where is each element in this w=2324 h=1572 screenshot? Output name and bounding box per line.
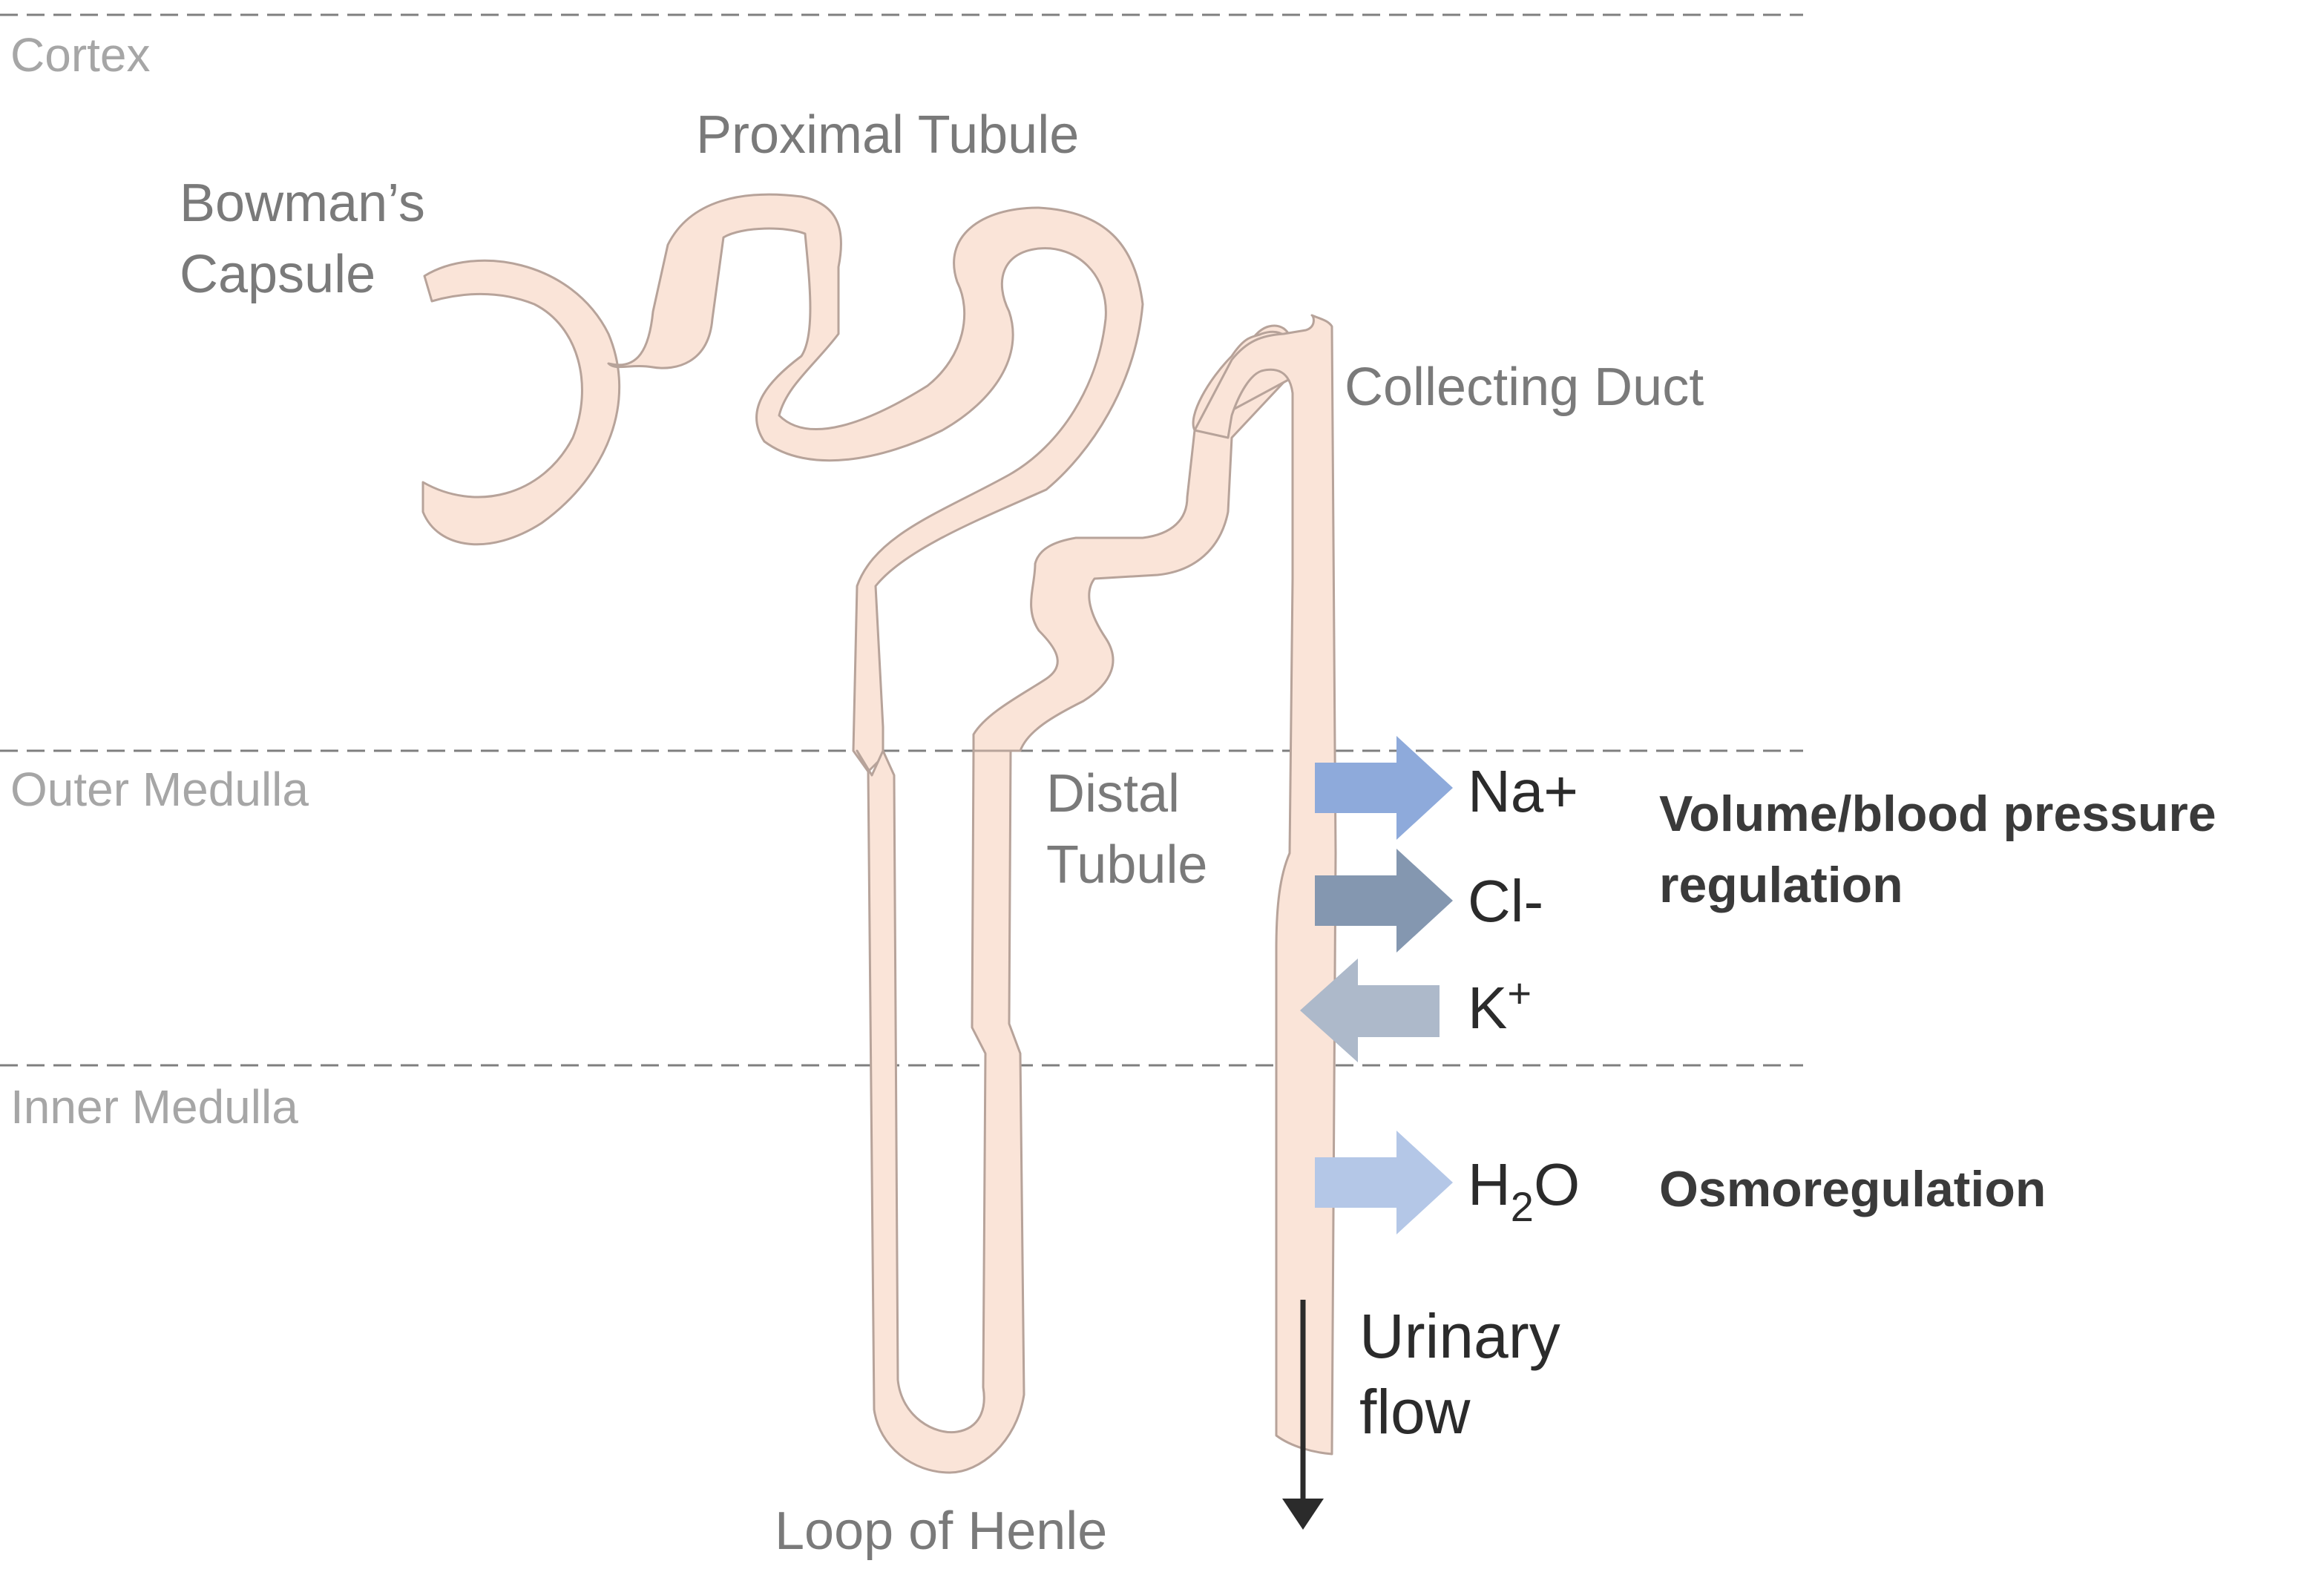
collecting-duct — [1193, 314, 1337, 1456]
label-k-base: K — [1468, 975, 1507, 1041]
label-urinary-flow-line2: flow — [1359, 1377, 1471, 1447]
label-volume-regulation-line2: regulation — [1659, 857, 1903, 913]
loop-of-henle — [856, 700, 1037, 1474]
label-urinary-flow-line1: Urinary — [1359, 1301, 1560, 1371]
k-arrow — [1300, 958, 1440, 1062]
label-osmoregulation: Osmoregulation — [1659, 1161, 2046, 1217]
label-distal-tubule-line1: Distal — [1046, 764, 1180, 823]
h2o-arrow — [1315, 1131, 1453, 1234]
label-na: Na+ — [1468, 758, 1578, 824]
zone-label-cortex: Cortex — [10, 28, 151, 82]
label-distal-tubule-line2: Tubule — [1046, 835, 1207, 895]
label-proximal-tubule: Proximal Tubule — [696, 105, 1079, 165]
zone-label-inner-medulla: Inner Medulla — [10, 1080, 298, 1134]
label-collecting-duct: Collecting Duct — [1345, 358, 1704, 417]
label-h2o-subscript: 2 — [1511, 1183, 1534, 1230]
label-bowmans-capsule-line2: Capsule — [180, 245, 375, 304]
cl-arrow — [1315, 849, 1453, 953]
bowmans-capsule — [421, 259, 621, 546]
label-cl: Cl- — [1468, 868, 1543, 934]
label-h2o-h: H — [1468, 1151, 1511, 1217]
label-h2o-o: O — [1534, 1151, 1580, 1217]
urinary-flow-arrow-head — [1282, 1499, 1324, 1530]
label-loop-of-henle: Loop of Henle — [775, 1502, 1107, 1561]
label-bowmans-capsule-line1: Bowman’s — [180, 174, 425, 233]
na-arrow — [1315, 736, 1453, 840]
zone-label-outer-medulla: Outer Medulla — [10, 763, 309, 816]
label-k: K+ — [1468, 970, 1532, 1041]
label-h2o: H2O — [1468, 1151, 1580, 1230]
label-volume-regulation-line1: Volume/blood pressure — [1659, 786, 2216, 842]
label-k-superscript: + — [1507, 970, 1532, 1016]
proximal-tubule — [607, 193, 1144, 773]
